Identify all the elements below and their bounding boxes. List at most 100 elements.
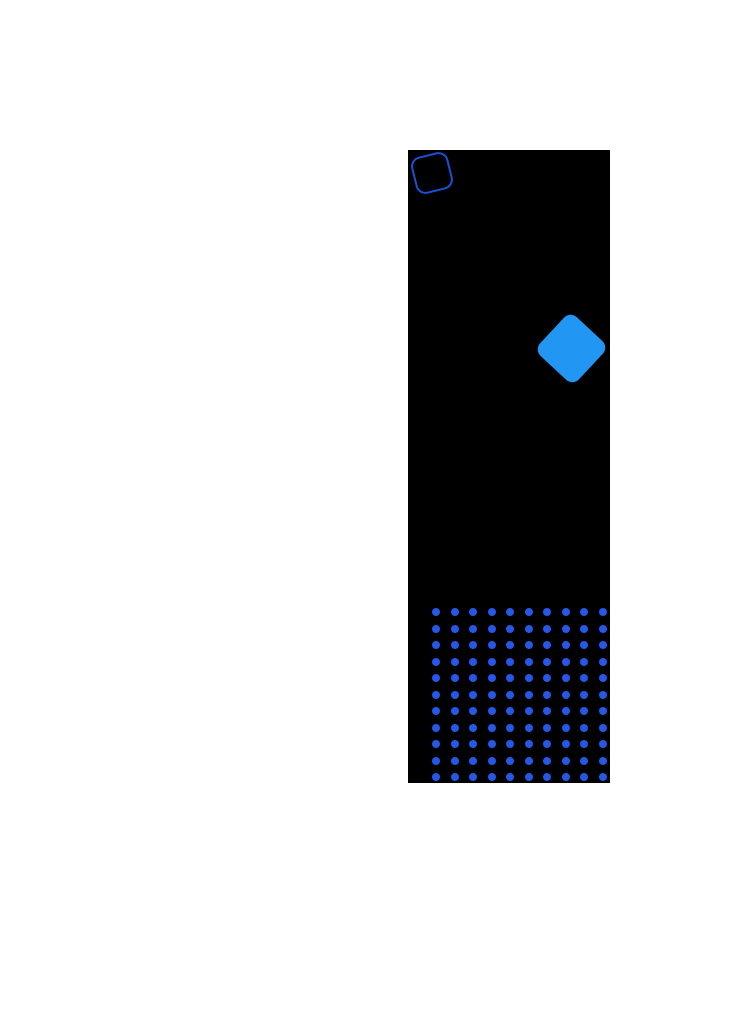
dot bbox=[469, 657, 477, 666]
dot bbox=[561, 624, 570, 633]
dot bbox=[506, 674, 514, 682]
dot bbox=[506, 608, 514, 616]
dot bbox=[524, 740, 533, 748]
dot bbox=[506, 657, 514, 666]
dot bbox=[432, 740, 440, 748]
dot bbox=[469, 641, 477, 649]
dot bbox=[450, 641, 459, 649]
dot bbox=[561, 756, 570, 765]
dot bbox=[450, 690, 459, 699]
dot bbox=[598, 756, 607, 765]
dot bbox=[580, 641, 588, 649]
dot bbox=[469, 740, 477, 748]
dot bbox=[561, 608, 570, 616]
dot bbox=[506, 723, 514, 732]
dot bbox=[469, 773, 477, 781]
dot bbox=[487, 674, 496, 682]
dot bbox=[598, 608, 607, 616]
dot bbox=[506, 773, 514, 781]
dot bbox=[524, 723, 533, 732]
dot bbox=[432, 690, 440, 699]
dot bbox=[598, 723, 607, 732]
dot-grid-pattern bbox=[432, 608, 607, 781]
dot bbox=[469, 674, 477, 682]
dot bbox=[487, 624, 496, 633]
dot bbox=[580, 608, 588, 616]
dot bbox=[506, 641, 514, 649]
dot bbox=[543, 773, 551, 781]
dot bbox=[598, 624, 607, 633]
dot bbox=[598, 641, 607, 649]
dot bbox=[561, 674, 570, 682]
dot bbox=[450, 756, 459, 765]
dot bbox=[598, 657, 607, 666]
dot bbox=[561, 740, 570, 748]
dot bbox=[580, 723, 588, 732]
dot bbox=[469, 723, 477, 732]
dot bbox=[561, 707, 570, 715]
dot bbox=[580, 773, 588, 781]
dot bbox=[469, 707, 477, 715]
dot bbox=[469, 624, 477, 633]
dot bbox=[450, 608, 459, 616]
dot bbox=[450, 723, 459, 732]
dot bbox=[487, 657, 496, 666]
dot bbox=[561, 723, 570, 732]
dot bbox=[543, 740, 551, 748]
dot bbox=[432, 723, 440, 732]
dot bbox=[450, 657, 459, 666]
dot bbox=[561, 641, 570, 649]
dot bbox=[580, 690, 588, 699]
dot bbox=[432, 756, 440, 765]
dot bbox=[432, 624, 440, 633]
dot bbox=[487, 707, 496, 715]
dot bbox=[450, 674, 459, 682]
dot bbox=[598, 707, 607, 715]
dot bbox=[487, 773, 496, 781]
dot bbox=[580, 624, 588, 633]
dot bbox=[469, 756, 477, 765]
dot bbox=[598, 690, 607, 699]
dot bbox=[487, 608, 496, 616]
dot bbox=[543, 608, 551, 616]
dot bbox=[543, 624, 551, 633]
dot bbox=[450, 773, 459, 781]
dot bbox=[487, 690, 496, 699]
dot bbox=[598, 740, 607, 748]
dot bbox=[598, 674, 607, 682]
dot bbox=[469, 690, 477, 699]
dot bbox=[487, 756, 496, 765]
dot bbox=[469, 608, 477, 616]
dot bbox=[561, 657, 570, 666]
dot bbox=[432, 707, 440, 715]
dot bbox=[580, 740, 588, 748]
dot bbox=[432, 773, 440, 781]
dot bbox=[543, 690, 551, 699]
dot bbox=[598, 773, 607, 781]
dot bbox=[450, 740, 459, 748]
dot bbox=[487, 740, 496, 748]
dot bbox=[524, 657, 533, 666]
dot bbox=[487, 723, 496, 732]
decorative-black-panel bbox=[408, 149, 610, 783]
dot bbox=[561, 773, 570, 781]
dot bbox=[506, 740, 514, 748]
dot bbox=[580, 657, 588, 666]
dot bbox=[561, 690, 570, 699]
dot bbox=[580, 707, 588, 715]
dot bbox=[487, 641, 496, 649]
dot bbox=[450, 624, 459, 633]
dot bbox=[524, 707, 533, 715]
dot bbox=[506, 624, 514, 633]
dot bbox=[524, 674, 533, 682]
dot bbox=[580, 674, 588, 682]
dot bbox=[543, 707, 551, 715]
dot bbox=[432, 657, 440, 666]
dot bbox=[543, 756, 551, 765]
dot bbox=[580, 756, 588, 765]
dot bbox=[506, 756, 514, 765]
dot bbox=[543, 657, 551, 666]
dot bbox=[543, 641, 551, 649]
dot bbox=[432, 674, 440, 682]
